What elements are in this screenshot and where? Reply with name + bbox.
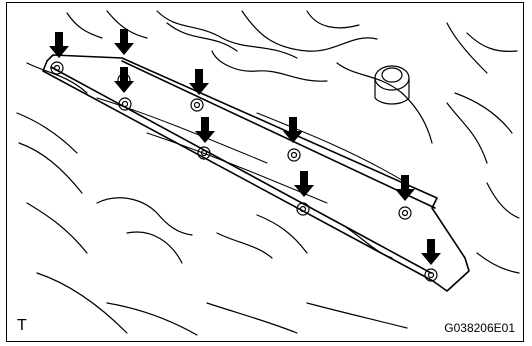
nut xyxy=(424,268,438,282)
nut xyxy=(398,206,412,220)
figure-corner-letter: T xyxy=(17,317,27,334)
illustration-frame: T G038206E01 xyxy=(6,2,524,342)
cover-ribs xyxy=(96,97,408,204)
engine-bay-illustration xyxy=(16,10,520,336)
nut xyxy=(197,146,211,160)
engine-background-lines xyxy=(16,10,520,336)
round-component xyxy=(374,65,410,105)
nut xyxy=(190,98,204,112)
nut xyxy=(50,61,64,75)
arrow-group xyxy=(49,29,441,265)
callout-arrow xyxy=(195,117,215,143)
figure-code: G038206E01 xyxy=(444,321,515,335)
callout-arrow xyxy=(189,69,209,95)
callout-arrow xyxy=(49,32,69,58)
callout-arrow xyxy=(421,239,441,265)
nut xyxy=(118,97,132,111)
cover-plate xyxy=(42,54,470,292)
nut xyxy=(296,202,310,216)
callout-arrow xyxy=(294,171,314,197)
callout-arrow xyxy=(114,29,134,55)
callout-arrow xyxy=(114,67,134,93)
nut xyxy=(287,148,301,162)
